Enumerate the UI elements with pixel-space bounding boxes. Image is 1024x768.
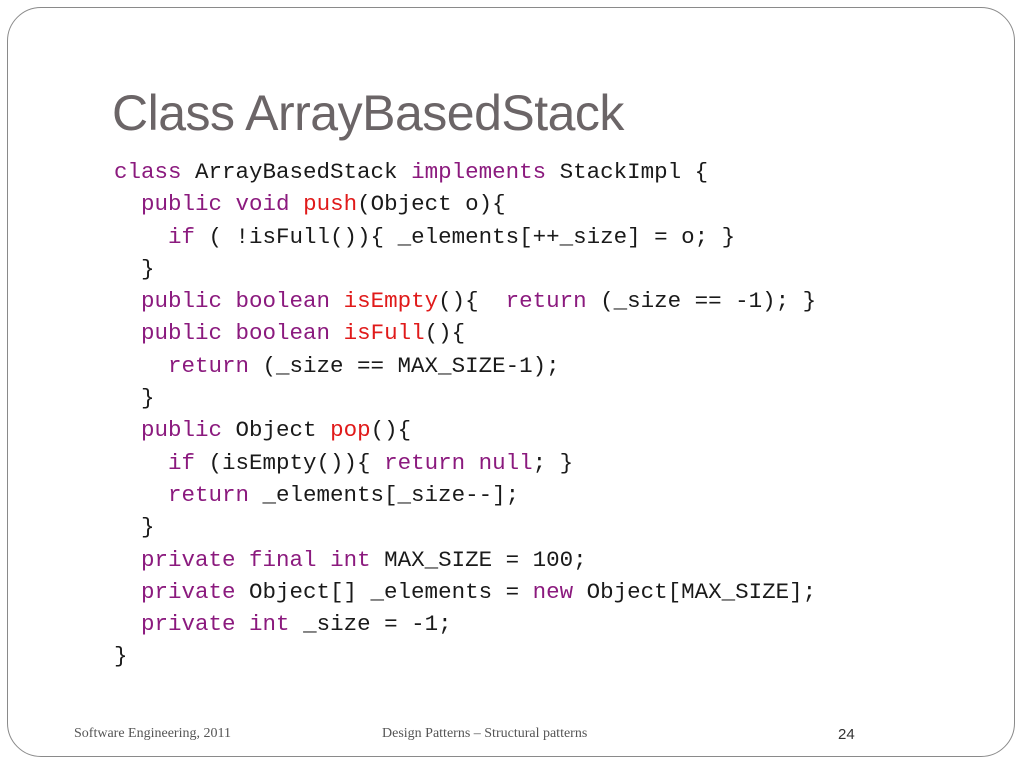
code-text xyxy=(114,611,141,637)
page-number: 24 xyxy=(838,726,855,743)
code-keyword: public xyxy=(141,191,223,218)
code-text xyxy=(222,320,236,346)
code-keyword: void xyxy=(235,191,290,218)
code-keyword: final xyxy=(249,546,317,573)
code-text xyxy=(465,450,479,476)
code-keyword: return xyxy=(384,449,466,476)
code-method-name: isEmpty xyxy=(343,288,439,315)
code-text: } xyxy=(114,255,155,282)
code-text xyxy=(330,320,344,346)
code-line: public boolean isEmpty(){ return (_size … xyxy=(114,285,816,317)
code-keyword: return xyxy=(168,481,250,508)
code-text xyxy=(290,191,304,217)
code-text xyxy=(114,579,141,605)
code-keyword: return xyxy=(505,288,587,315)
code-text xyxy=(114,417,141,443)
code-keyword: if xyxy=(168,449,196,476)
code-text xyxy=(114,224,168,250)
code-text: Object[MAX_SIZE]; xyxy=(573,578,817,605)
code-text: ArrayBasedStack xyxy=(181,159,412,185)
slide-frame xyxy=(7,7,1015,757)
code-text xyxy=(236,547,250,573)
code-text xyxy=(114,482,168,508)
code-keyword: new xyxy=(532,578,574,605)
code-line: public void push(Object o){ xyxy=(114,188,816,220)
code-text xyxy=(222,191,236,217)
code-text: _elements[_size--]; xyxy=(249,481,520,508)
code-method-name: push xyxy=(303,191,358,218)
code-line: public boolean isFull(){ xyxy=(114,317,816,349)
code-text: ( !isFull()){ _elements[++_size] = o; } xyxy=(195,223,736,250)
code-keyword: private xyxy=(141,578,236,605)
code-text: (isEmpty()){ xyxy=(195,449,385,476)
code-line: } xyxy=(114,640,816,672)
code-line: private final int MAX_SIZE = 100; xyxy=(114,544,816,576)
code-line: return _elements[_size--]; xyxy=(114,479,816,511)
code-line: private int _size = -1; xyxy=(114,608,816,640)
code-text xyxy=(236,611,250,637)
code-line: } xyxy=(114,511,816,543)
code-text xyxy=(114,547,141,573)
code-text: (Object o){ xyxy=(357,191,506,218)
code-text: (){ xyxy=(438,288,506,315)
code-block: class ArrayBasedStack implements StackIm… xyxy=(114,156,816,673)
code-method-name: pop xyxy=(330,417,371,444)
code-keyword: implements xyxy=(411,159,547,185)
code-keyword: class xyxy=(114,159,182,185)
code-text: (){ xyxy=(424,320,466,347)
footer-topic: Design Patterns – Structural patterns xyxy=(382,726,588,741)
code-text: (_size == -1); } xyxy=(586,288,817,315)
code-keyword: int xyxy=(330,546,371,573)
code-keyword: boolean xyxy=(235,320,331,347)
code-line: if (isEmpty()){ return null; } xyxy=(114,447,816,479)
code-keyword: null xyxy=(478,449,533,476)
code-text: } xyxy=(114,385,155,412)
code-text xyxy=(114,450,168,476)
code-method-name: isFull xyxy=(343,320,425,347)
code-text: _size = -1; xyxy=(289,611,452,638)
code-text: StackImpl { xyxy=(546,159,709,185)
code-text: Object[] _elements = xyxy=(235,578,533,605)
code-text xyxy=(114,320,141,346)
code-text: MAX_SIZE = 100; xyxy=(370,546,587,573)
code-line: } xyxy=(114,382,816,414)
code-text: (){ xyxy=(370,417,412,444)
code-keyword: return xyxy=(168,352,250,379)
code-line: private Object[] _elements = new Object[… xyxy=(114,576,816,608)
code-keyword: boolean xyxy=(235,288,331,315)
code-line: } xyxy=(114,253,816,285)
code-text: Object xyxy=(222,417,331,444)
footer-course: Software Engineering, 2011 xyxy=(74,726,231,741)
code-keyword: public xyxy=(141,320,223,347)
code-line: return (_size == MAX_SIZE-1); xyxy=(114,350,816,382)
code-text: } xyxy=(114,514,155,541)
slide-title: Class ArrayBasedStack xyxy=(112,85,624,141)
code-text xyxy=(114,288,141,314)
code-keyword: int xyxy=(249,611,290,638)
code-text xyxy=(330,288,344,314)
code-keyword: public xyxy=(141,288,223,315)
code-text: ; } xyxy=(532,449,574,476)
code-text xyxy=(317,547,331,573)
code-text xyxy=(222,288,236,314)
code-text xyxy=(114,191,141,217)
code-line: class ArrayBasedStack implements StackIm… xyxy=(114,156,816,188)
code-text: } xyxy=(114,643,128,670)
code-keyword: if xyxy=(168,223,196,250)
code-line: if ( !isFull()){ _elements[++_size] = o;… xyxy=(114,221,816,253)
code-keyword: private xyxy=(141,611,236,638)
code-keyword: public xyxy=(141,417,223,444)
code-text xyxy=(114,353,168,379)
code-text: (_size == MAX_SIZE-1); xyxy=(249,352,560,379)
code-keyword: private xyxy=(141,546,236,573)
code-line: public Object pop(){ xyxy=(114,414,816,446)
